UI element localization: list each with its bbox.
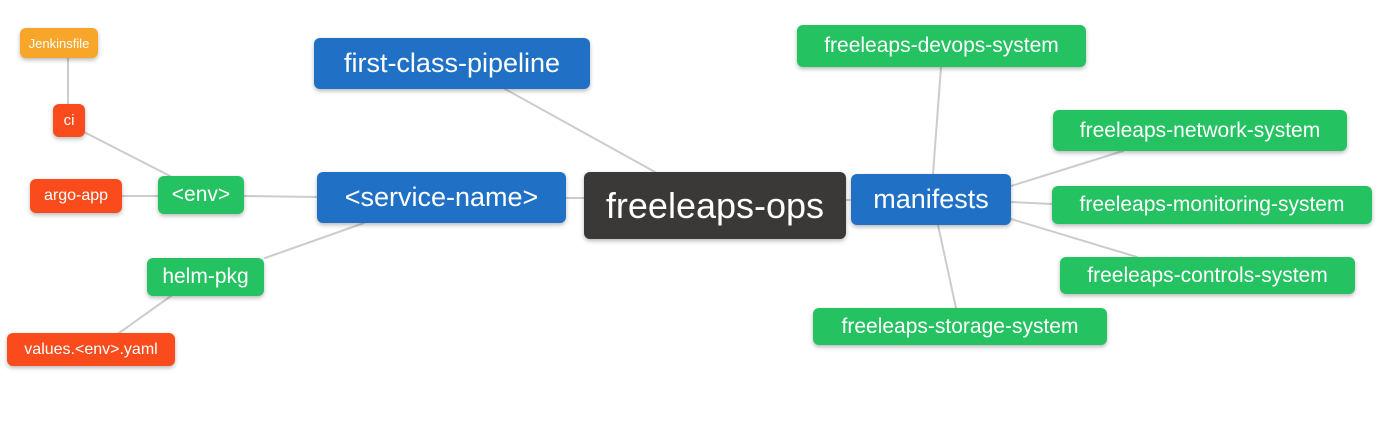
node-label: Jenkinsfile [28,35,90,51]
node-label: freeleaps-network-system [1079,118,1321,142]
node-jenkinsfile[interactable]: Jenkinsfile [20,28,98,58]
edge-manifests-to-freeleaps-devops-system [932,66,942,175]
node-label: values.<env>.yaml [24,340,158,358]
edge-manifests-to-freeleaps-controls-system [1010,218,1138,258]
node-label: freeleaps-controls-system [1087,263,1328,287]
node-label: freeleaps-monitoring-system [1079,193,1345,216]
node-label: <service-name> [344,182,539,212]
node-service-name[interactable]: <service-name> [317,172,566,223]
node-label: <env> [171,183,231,206]
node-manifests[interactable]: manifests [851,174,1011,225]
edge-service-name-to-helm-pkg [264,222,365,259]
node-freeleaps-ops[interactable]: freeleaps-ops [584,172,846,239]
node-freeleaps-storage-system[interactable]: freeleaps-storage-system [813,308,1107,345]
node-first-class-pipeline[interactable]: first-class-pipeline [314,38,590,89]
node-argo-app[interactable]: argo-app [30,179,122,213]
node-env[interactable]: <env> [158,176,244,214]
edge-manifests-to-freeleaps-storage-system [937,224,957,309]
edge-ci-to-env [83,131,171,177]
edge-manifests-to-freeleaps-monitoring-system [1010,201,1053,205]
node-label: first-class-pipeline [343,48,561,78]
node-label: helm-pkg [162,265,249,288]
node-freeleaps-controls-system[interactable]: freeleaps-controls-system [1060,257,1355,294]
edge-env-to-service-name [243,195,318,198]
node-freeleaps-monitoring-system[interactable]: freeleaps-monitoring-system [1052,186,1372,224]
node-freeleaps-devops-system[interactable]: freeleaps-devops-system [797,25,1086,67]
node-freeleaps-network-system[interactable]: freeleaps-network-system [1053,110,1347,151]
node-helm-pkg[interactable]: helm-pkg [147,258,264,296]
node-label: freeleaps-ops [605,184,825,226]
edge-helm-pkg-to-values-env-yaml [118,295,172,334]
node-label: freeleaps-storage-system [841,314,1079,338]
edge-first-class-pipeline-to-freeleaps-ops [504,88,656,173]
node-label: manifests [873,184,989,214]
edge-manifests-to-freeleaps-network-system [1010,150,1124,187]
node-label: ci [63,112,75,129]
node-label: argo-app [43,187,109,204]
node-ci[interactable]: ci [53,104,85,137]
node-values-env-yaml[interactable]: values.<env>.yaml [7,333,175,366]
node-label: freeleaps-devops-system [824,34,1059,57]
